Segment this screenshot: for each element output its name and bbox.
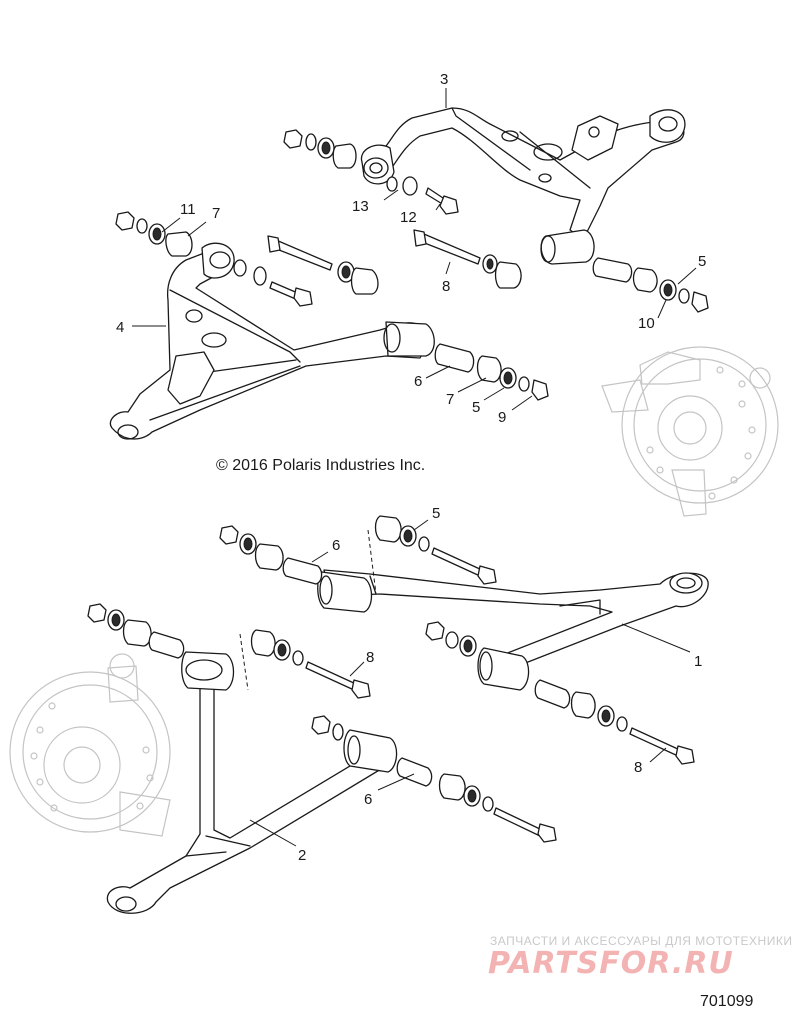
brake-rotor-hub-icon	[9, 653, 171, 837]
fastener-stack-4	[115, 211, 522, 307]
callout-12: 12	[400, 209, 417, 226]
callout-5: 5	[698, 253, 706, 270]
callouts: 3 13 12 11 7 4 8 5 10 6 7 5 9 5 6 8 1 8 …	[116, 71, 706, 864]
callout-13: 13	[352, 198, 369, 215]
a-arm-icon	[106, 651, 398, 914]
fastener-stack-1	[219, 515, 695, 765]
fastener-stack-2	[87, 603, 557, 843]
a-arm-icon	[360, 107, 686, 265]
callout-2: 2	[298, 847, 306, 864]
callout-6: 6	[414, 373, 422, 390]
callout-6: 6	[332, 537, 340, 554]
watermark-logo: PARTSFOR.RU	[488, 946, 734, 981]
copyright-notice: © 2016 Polaris Industries Inc.	[216, 457, 426, 474]
figure-number: 701099	[700, 993, 754, 1010]
callout-8: 8	[366, 649, 374, 666]
a-arm-icon	[317, 569, 709, 691]
a-arm-icon	[109, 242, 435, 440]
alignment-line	[367, 529, 377, 595]
callout-6: 6	[364, 791, 372, 808]
callout-5: 5	[472, 399, 480, 416]
leader-lines	[132, 88, 697, 847]
brake-rotor-hub-icon	[601, 346, 779, 517]
callout-8: 8	[442, 278, 450, 295]
callout-7: 7	[212, 205, 220, 222]
callout-5: 5	[432, 505, 440, 522]
callout-3: 3	[440, 71, 448, 88]
callout-7: 7	[446, 391, 454, 408]
alignment-line	[239, 633, 249, 691]
watermark-tagline: ЗАПЧАСТИ И АКСЕССУАРЫ ДЛЯ МОТОТЕХНИКИ	[490, 934, 793, 948]
callout-4: 4	[116, 319, 124, 336]
fastener-stack-3-right	[592, 257, 709, 313]
fastener-stack-3-left	[283, 129, 459, 215]
callout-11: 11	[180, 201, 196, 218]
callout-1: 1	[694, 653, 702, 670]
fastener-stack-4-right	[434, 343, 549, 401]
callout-10: 10	[638, 315, 655, 332]
callout-8: 8	[634, 759, 642, 776]
callout-9: 9	[498, 409, 506, 426]
